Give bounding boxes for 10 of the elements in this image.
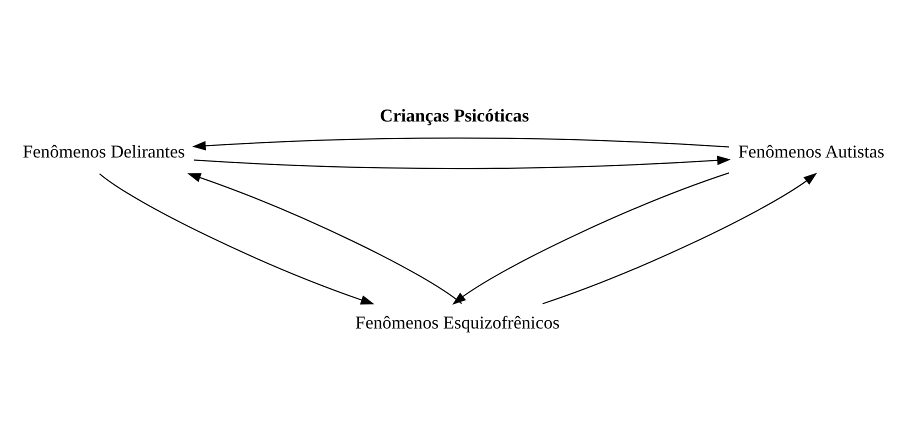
diagram-title: Crianças Psicóticas — [380, 104, 530, 125]
node-text: Fenômenos Esquizofrênicos — [355, 312, 560, 332]
arrow — [192, 136, 730, 150]
node-text: Fenômenos Autistas — [738, 141, 884, 162]
arrow — [452, 172, 730, 304]
arrow — [187, 172, 462, 304]
arrow — [194, 155, 731, 169]
arrow — [542, 172, 818, 304]
node-text: Fenômenos Delirantes — [22, 141, 185, 162]
arrow — [99, 172, 374, 304]
